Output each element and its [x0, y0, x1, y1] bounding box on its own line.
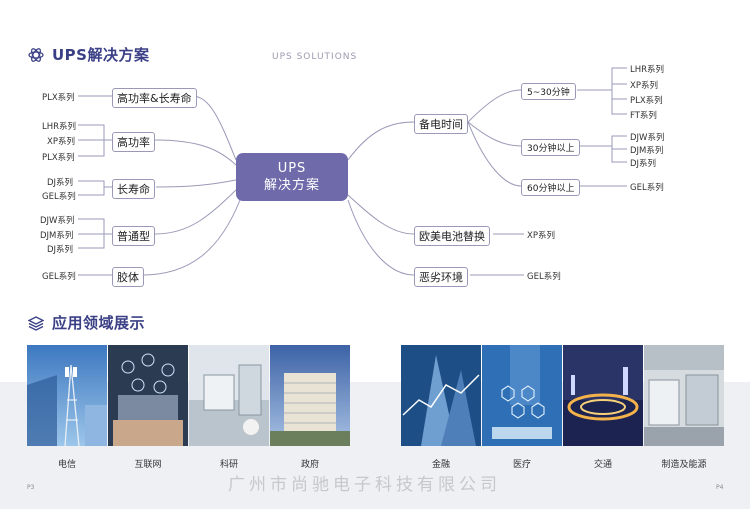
caption-medical: 医疗 — [512, 460, 531, 470]
center-line-2: 解决方案 — [263, 178, 320, 193]
leaf-item: DJM系列 — [40, 231, 74, 241]
leaf-item: XP系列 — [630, 81, 658, 91]
branch-backup-time: 备电时间 — [414, 114, 468, 134]
manufacturing-image — [644, 345, 724, 446]
medical-image — [482, 345, 562, 446]
traffic-image — [563, 345, 643, 446]
sub-5-30-min: 5~30分钟 — [521, 83, 576, 100]
leaf-item: DJW系列 — [630, 133, 665, 143]
leaf-item: PLX系列 — [630, 96, 663, 106]
layers-icon — [28, 315, 44, 331]
photo-row-left — [27, 345, 350, 446]
branch-standard: 普通型 — [112, 226, 155, 246]
branch-harsh-environment: 恶劣环境 — [414, 267, 468, 287]
leaf-item: XP系列 — [527, 231, 555, 241]
leaf-item: LHR系列 — [630, 65, 665, 75]
sub-over-30-min: 30分钟以上 — [521, 139, 581, 156]
page-subtitle: UPS SOLUTIONS — [272, 52, 358, 62]
caption-internet: 互联网 — [134, 460, 162, 470]
caption-manufacturing: 制造及能源 — [661, 460, 707, 470]
center-line-1: UPS — [277, 161, 307, 176]
branch-gel: 胶体 — [112, 267, 144, 287]
caption-research: 科研 — [219, 460, 238, 470]
applications-title: 应用领域展示 — [28, 312, 145, 333]
leaf-item: GEL系列 — [42, 272, 76, 282]
caption-government: 政府 — [300, 460, 319, 470]
leaf-item: GEL系列 — [527, 272, 561, 282]
photo-row-right — [401, 345, 724, 446]
leaf-item: DJ系列 — [47, 178, 74, 188]
caption-traffic: 交通 — [593, 460, 612, 470]
sub-over-60-min: 60分钟以上 — [521, 179, 581, 196]
page-number-left: P3 — [27, 484, 35, 491]
leaf-item: XP系列 — [47, 137, 75, 147]
center-node: UPS 解决方案 — [236, 153, 348, 201]
leaf-item: DJM系列 — [630, 146, 664, 156]
applications-heading: 应用领域展示 — [52, 314, 146, 332]
leaf-item: DJ系列 — [47, 245, 74, 255]
branch-high-power: 高功率 — [112, 132, 155, 152]
leaf-item: GEL系列 — [630, 183, 664, 193]
internet-image — [108, 345, 188, 446]
company-watermark: 广州市尚驰电子科技有限公司 — [228, 475, 501, 495]
research-image — [189, 345, 269, 446]
leaf-item: DJW系列 — [40, 216, 75, 226]
leaf-item: PLX系列 — [42, 153, 75, 163]
ups-solutions-title: UPS解决方案 — [28, 44, 149, 65]
leaf-item: LHR系列 — [42, 122, 77, 132]
leaf-item: GEL系列 — [42, 192, 76, 202]
government-building-image — [270, 345, 350, 446]
caption-finance: 金融 — [431, 460, 450, 470]
leaf-item: FT系列 — [630, 111, 657, 121]
leaf-item: PLX系列 — [42, 93, 75, 103]
leaf-item: DJ系列 — [630, 159, 657, 169]
branch-high-power-long-life: 高功率&长寿命 — [112, 88, 197, 108]
page-title: UPS解决方案 — [52, 46, 150, 64]
branch-battery-replacement: 欧美电池替换 — [414, 226, 490, 246]
atom-icon — [28, 47, 44, 62]
page-number-right: P4 — [716, 484, 724, 491]
branch-long-life: 长寿命 — [112, 179, 155, 199]
finance-image — [401, 345, 481, 446]
telecom-tower-image — [27, 345, 107, 446]
caption-telecom: 电信 — [57, 460, 76, 470]
